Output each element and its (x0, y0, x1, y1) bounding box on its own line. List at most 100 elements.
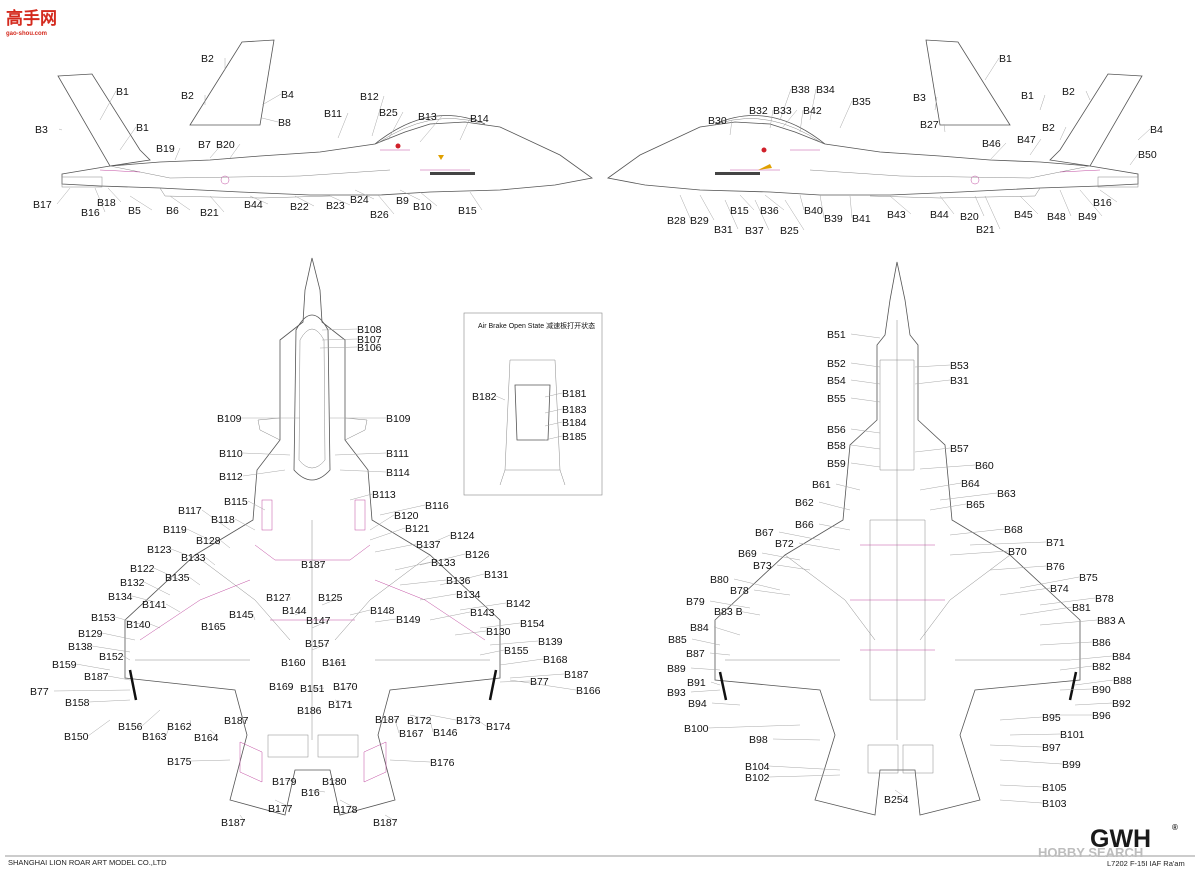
leader-line (337, 112, 349, 139)
decal-callout: B64 (961, 478, 980, 490)
leader-line (94, 187, 106, 213)
leader-line (779, 88, 792, 121)
decal-callout: B111 (386, 448, 409, 460)
decal-callout: B74 (1050, 583, 1069, 595)
leader-line (377, 194, 395, 215)
decal-callout: B49 (1078, 211, 1097, 223)
leader-line (679, 194, 692, 221)
leader-line (374, 618, 397, 623)
decal-callout: B67 (755, 527, 774, 539)
decal-callout: B44 (930, 209, 949, 221)
decal-callout: B139 (538, 636, 563, 648)
decal-callout: B184 (562, 417, 587, 429)
decal-callout: B11 (324, 108, 342, 120)
decal-callout: B180 (322, 776, 347, 788)
decal-callout: B159 (52, 659, 77, 671)
leader-line (242, 452, 291, 456)
leader-line (709, 600, 751, 609)
decal-callout: B150 (64, 731, 89, 743)
decal-callout: B170 (333, 681, 358, 693)
leader-line (321, 338, 358, 341)
decal-callout: B50 (1138, 149, 1157, 161)
decal-callout: B43 (887, 209, 906, 221)
decal-callout: B26 (370, 209, 389, 221)
leader-line (781, 109, 798, 129)
inset-frame (463, 312, 603, 496)
decal-callout: B181 (562, 388, 587, 400)
leader-line (143, 581, 171, 596)
decal-callout: B84 (1112, 651, 1131, 663)
leader-line (58, 128, 63, 131)
leader-line (369, 514, 395, 531)
leader-line (850, 444, 881, 450)
decal-callout: B113 (372, 489, 396, 501)
leader-line (339, 469, 387, 473)
decal-callout: B31 (950, 375, 969, 387)
decal-callout: B2 (1042, 122, 1055, 134)
decal-callout: B155 (504, 645, 529, 657)
decal-callout: B132 (120, 577, 145, 589)
leader-line (690, 667, 721, 671)
decal-callout: B82 (1092, 661, 1111, 673)
decal-callout: B12 (360, 91, 379, 103)
leader-line (409, 714, 432, 721)
decal-callout: B153 (91, 612, 116, 624)
leader-line (943, 123, 946, 133)
decal-callout: B187 (375, 714, 400, 726)
leader-line (334, 699, 353, 705)
decal-callout: B143 (470, 607, 495, 619)
decal-callout: B187 (84, 671, 109, 683)
leader-line (544, 392, 563, 398)
leader-line (768, 765, 841, 771)
leader-line (394, 719, 400, 734)
decal-callout: B7 (198, 139, 211, 151)
leader-line (989, 565, 1047, 571)
leader-line (419, 534, 451, 549)
leader-line (387, 111, 404, 141)
leader-line (509, 673, 565, 679)
leader-line (439, 573, 485, 586)
leader-line (454, 630, 487, 636)
leader-line (1069, 655, 1113, 661)
leader-line (165, 724, 171, 737)
decal-callout: B169 (269, 681, 294, 693)
leader-line (339, 799, 358, 810)
decal-callout: B62 (795, 497, 814, 509)
leader-line (107, 675, 131, 681)
leader-line (389, 759, 431, 763)
leader-line (379, 504, 426, 516)
decal-callout: B68 (1004, 524, 1023, 536)
leader-line (499, 658, 544, 666)
leader-line (1009, 733, 1061, 736)
decal-callout: B21 (200, 207, 219, 219)
leader-line (369, 527, 406, 541)
leader-line (399, 189, 421, 201)
decal-callout: B1 (999, 53, 1012, 65)
decal-callout: B47 (1017, 134, 1036, 146)
leader-line (1099, 189, 1118, 203)
decal-callout: B105 (1042, 782, 1067, 794)
decal-callout: B151 (300, 683, 325, 695)
leader-line (509, 679, 577, 691)
decal-callout: B19 (156, 143, 175, 155)
leader-line (354, 189, 375, 200)
decal-callout: B133 (181, 552, 206, 564)
leader-line (88, 699, 131, 703)
decal-callout: B102 (745, 772, 770, 784)
decal-callout: B138 (68, 641, 93, 653)
leader-line (989, 142, 1007, 161)
leader-line (289, 685, 294, 691)
decal-callout: B137 (416, 539, 441, 551)
leader-line (469, 191, 483, 211)
leader-line (850, 362, 881, 368)
decal-callout: B100 (684, 723, 709, 735)
decal-callout: B122 (130, 563, 155, 575)
leader-line (699, 194, 715, 221)
decal-callout: B146 (433, 727, 458, 739)
decal-callout: B140 (126, 619, 151, 631)
decal-callout: B168 (543, 654, 568, 666)
decal-callout: B131 (484, 569, 509, 581)
decal-callout: B57 (950, 443, 969, 455)
